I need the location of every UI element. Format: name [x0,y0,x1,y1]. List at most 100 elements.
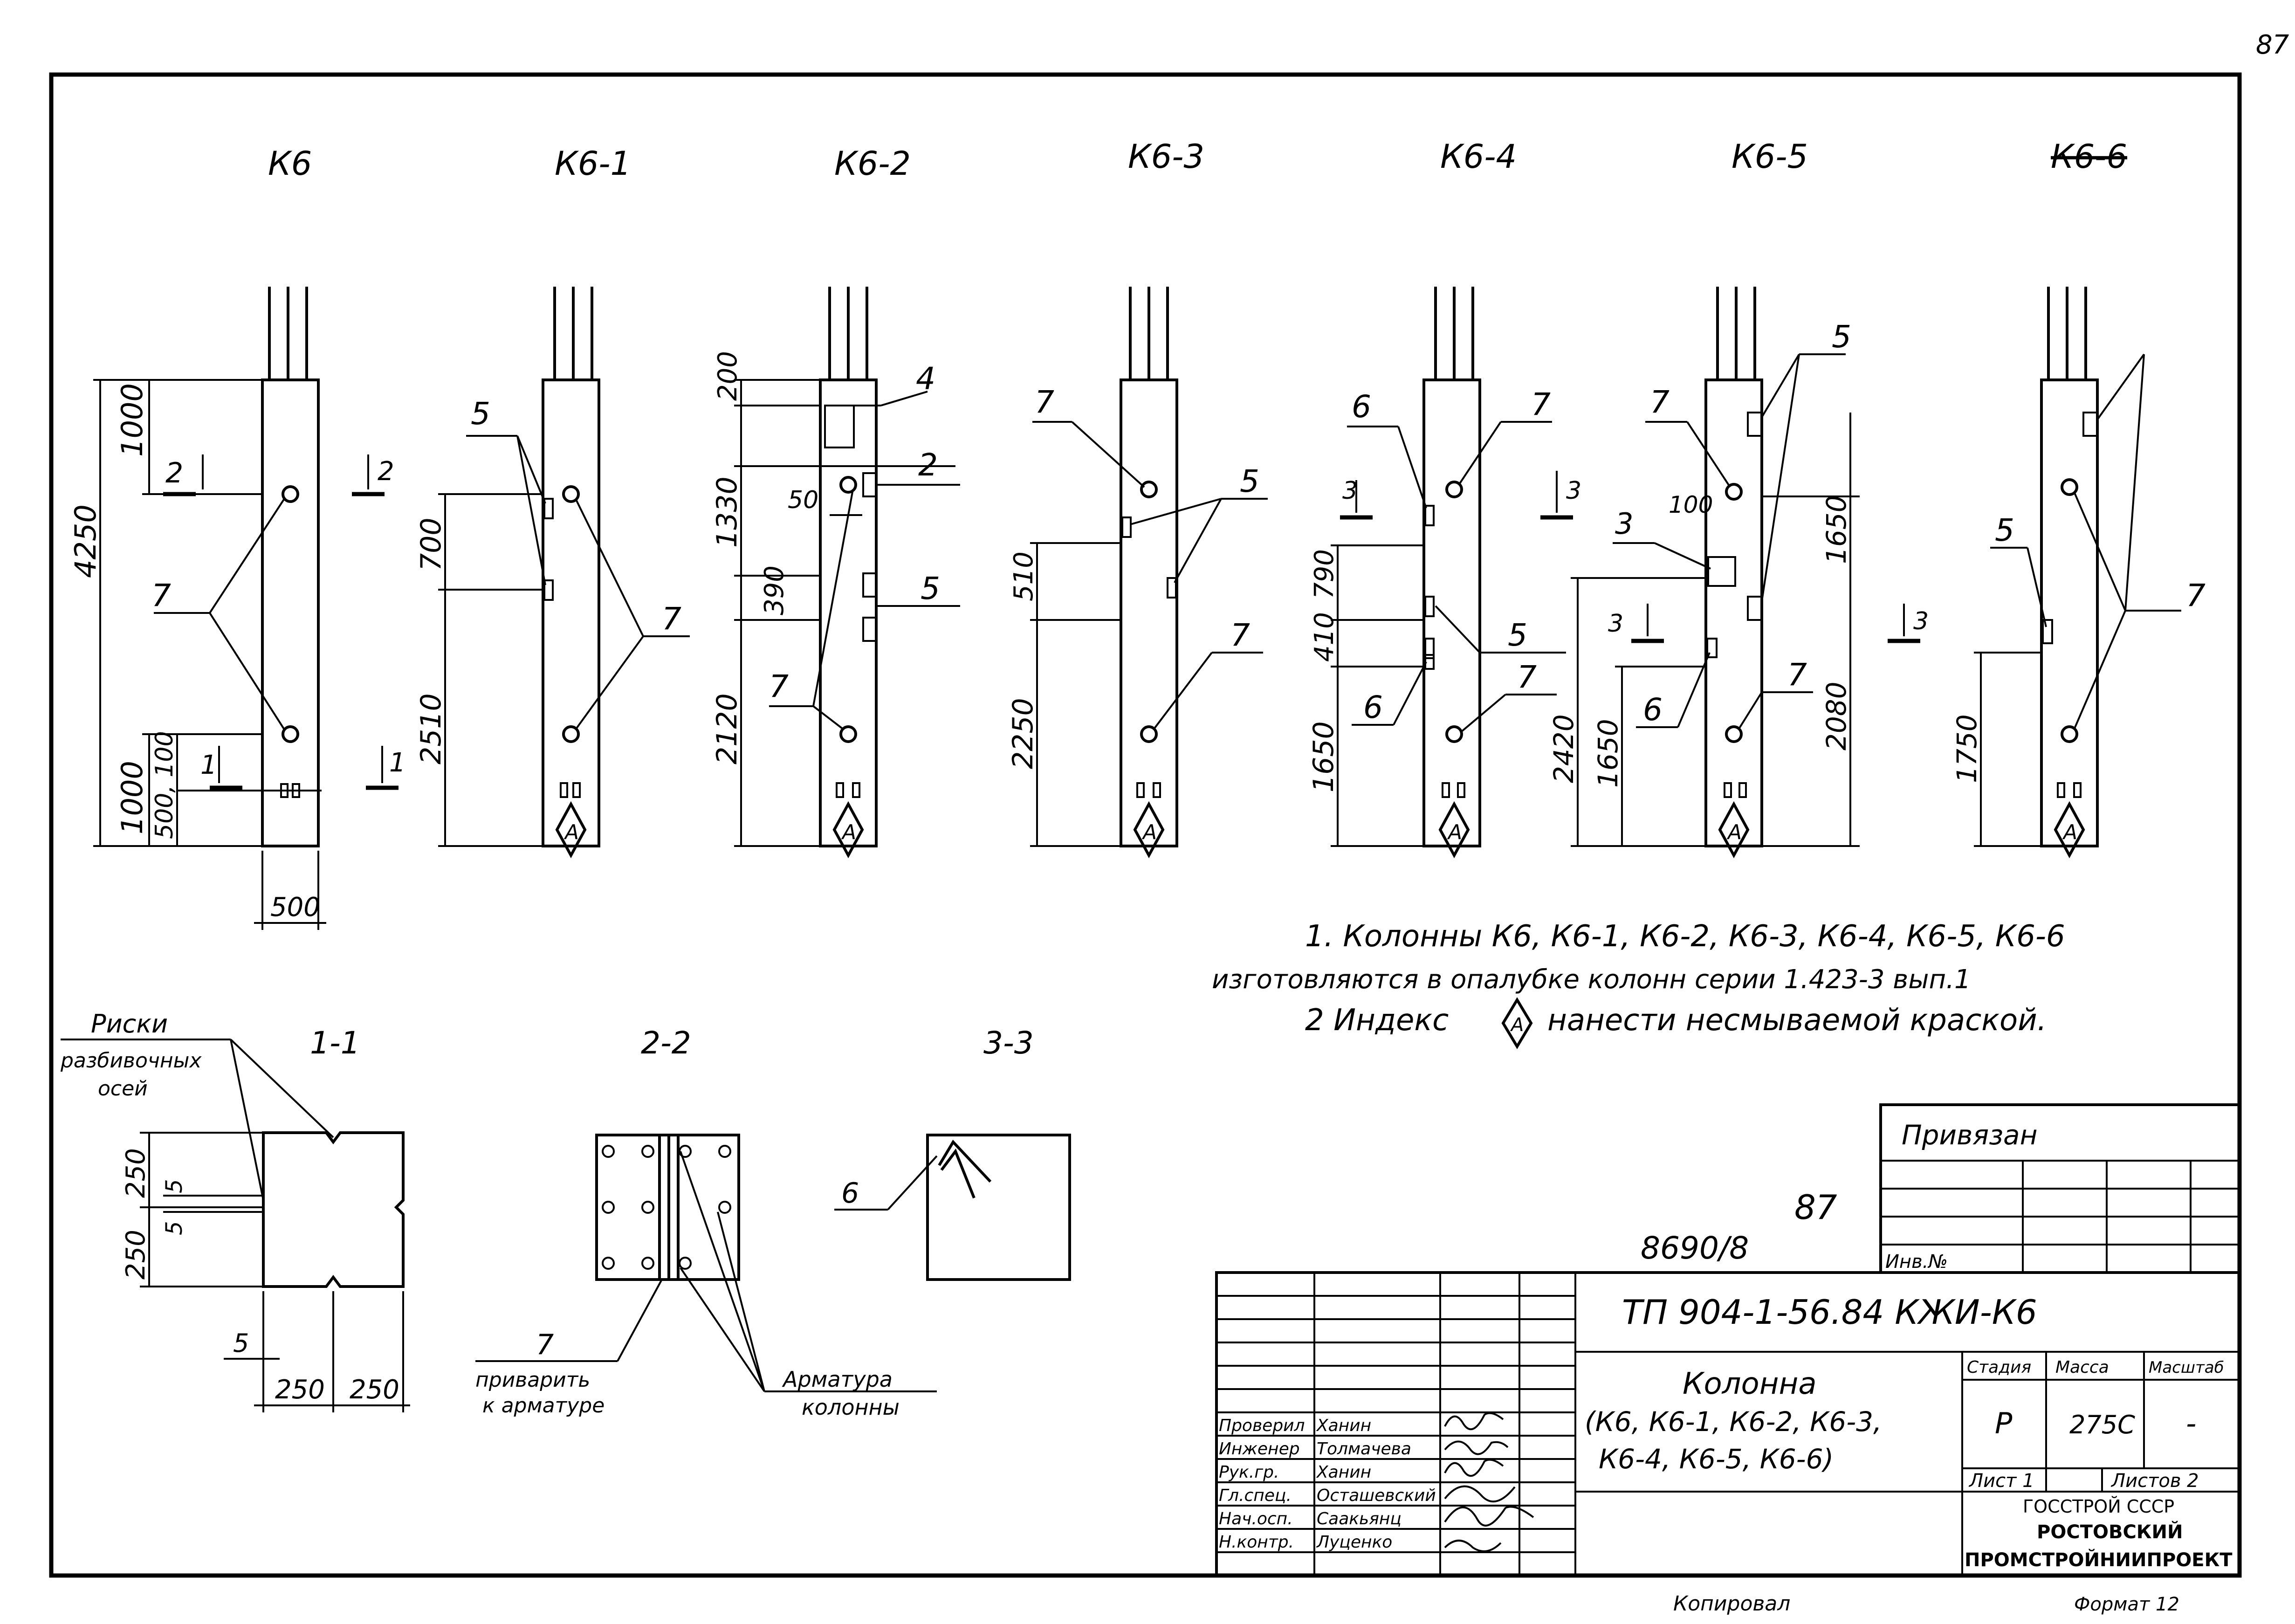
section-mark-3: 3 [1608,610,1623,638]
weld-label-2: к арматуре [482,1394,605,1418]
copied-label: Копировал [1673,1592,1790,1616]
dim-500-100: 500, 100 [151,731,179,839]
dim-200: 200 [713,351,743,401]
drawing-frame [49,72,2242,1578]
privyazan-label: Привязан [1902,1119,2038,1151]
section-2-2: 2-2 7 приварить к арматуре Арматура коло… [475,1025,937,1420]
callout-5: 5 [471,396,490,432]
signature-4 [1444,1485,1516,1503]
column-k6-elevation: 4250 1000 1000 500, 100 500 7 2 2 1 1 [69,287,406,930]
callout-7: 7 [1650,384,1670,420]
callout-6: 6 [841,1177,859,1210]
index-mark-k6-3: А [1141,820,1157,844]
callout-5: 5 [1832,319,1851,355]
note-index-letter: А [1510,1014,1524,1036]
org-line-2: РОСТОВСКИЙ [2037,1521,2183,1543]
role-6: Н.контр. [1219,1533,1294,1552]
column-k6-4-elevation: А 790 410 1650 6 7 5 6 7 3 3 [1307,287,1581,859]
section-mark-1: 1 [200,750,217,780]
note-line-2: изготовляются в опалубке колонн серии 1.… [1212,964,1971,995]
section-1-1-title: 1-1 [310,1025,360,1061]
section-mark-3-right: 3 [1913,607,1929,635]
dim-700: 700 [415,517,447,571]
dim-2510: 2510 [415,693,447,764]
note-line-3b: нанести несмываемой краской. [1547,1003,2047,1038]
dim-250-a: 250 [121,1148,151,1198]
callout-6-lower: 6 [1363,689,1383,725]
dim-250-b: 250 [121,1230,151,1280]
note-line-1: 1. Колонны К6, К6-1, К6-2, К6-3, К6-4, К… [1305,919,2065,954]
handnote-87: 87 [1794,1188,1837,1227]
title-block: Привязан Инв.№ 87 8690/8 Проверил [1215,1103,2241,1616]
column-k6-6-elevation: А 1750 5 7 [1951,287,2206,859]
sheet-number: Лист 1 [1968,1470,2034,1492]
index-mark-k6-4: А [1447,820,1462,844]
document-code: ТП 904-1-56.84 КЖИ-К6 [1622,1293,2037,1332]
dim-410: 410 [1309,612,1340,662]
dim-4250: 4250 [69,504,103,578]
callout-7: 7 [2186,578,2206,613]
inv-no-label: Инв.№ [1885,1251,1948,1273]
index-mark-k6-1: А [563,820,579,844]
sheet-count: Листов 2 [2110,1470,2199,1492]
section-mark-2-right: 2 [378,456,394,487]
dim-1000-bottom: 1000 [115,761,149,834]
callout-5: 5 [1240,463,1259,499]
weld-label-1: приварить [475,1368,590,1392]
signature-3 [1444,1459,1504,1477]
dim-5-c: 5 [233,1328,249,1358]
index-mark-k6-6: А [2062,820,2077,844]
callout-7-lower: 7 [1517,659,1537,695]
callout-7: 7 [536,1328,554,1361]
callout-7-lower: 7 [1230,617,1250,653]
callout-7: 7 [769,668,789,704]
callout-7: 7 [662,601,681,637]
section-3-3: 3-3 6 [834,1025,1071,1281]
title-line-2: (К6, К6-1, К6-2, К6-3, [1585,1406,1882,1438]
format-label: Формат 12 [2074,1594,2179,1615]
signature-6 [1444,1540,1502,1552]
name-5: Саакьянц [1317,1509,1402,1528]
dim-2080: 2080 [1821,681,1852,750]
callout-7: 7 [1531,386,1551,422]
stage-value: Р [1995,1406,2013,1440]
riski-label-2: разбивочных [60,1049,202,1073]
name-3: Ханин [1316,1463,1371,1482]
callout-5: 5 [1995,512,2014,548]
index-mark-note [1501,997,1533,1049]
callout-6: 6 [1643,692,1663,728]
callout-3: 3 [1615,507,1633,541]
signature-2 [1444,1440,1509,1455]
dim-1750: 1750 [1951,714,1983,783]
column-title-k6-2: К6-2 [834,145,911,183]
section-3-3-title: 3-3 [983,1025,1034,1061]
dim-1650: 1650 [1821,495,1852,564]
name-1: Ханин [1316,1416,1371,1435]
name-6: Луценко [1316,1533,1392,1552]
name-4: Осташевский [1317,1486,1436,1505]
org-line-1: ГОССТРОЙ СССР [2023,1496,2174,1517]
section-1-1: 1-1 Риски разбивочных осей 250 250 5 5 5… [60,1009,410,1412]
notes: 1. Колонны К6, К6-1, К6-2, К6-3, К6-4, К… [1212,919,2065,1049]
dim-2420: 2420 [1548,714,1580,783]
dim-2120: 2120 [711,693,743,764]
page-number: 87 [2256,30,2289,60]
dim-790: 790 [1309,549,1340,599]
dim-50: 50 [788,486,818,514]
dim-1000-top: 1000 [115,383,149,457]
handnote-code: 8690/8 [1641,1230,1749,1266]
column-title-k6-4: К6-4 [1440,138,1517,176]
section-mark-3-right: 3 [1566,477,1581,505]
callout-4: 4 [916,361,935,397]
title-line-3: К6-4, К6-5, К6-6) [1599,1443,1834,1475]
index-mark-k6-2: А [841,820,856,844]
dim-100: 100 [1669,491,1713,518]
column-title-k6: К6 [268,145,312,183]
title-line-1: Колонна [1683,1367,1817,1401]
dim-250-c: 250 [275,1375,325,1405]
column-k6-1-elevation: А 700 2510 5 7 [415,287,690,859]
stage-header: Стадия [1967,1358,2031,1377]
callout-7: 7 [151,578,171,613]
mass-header: Масса [2055,1358,2109,1377]
